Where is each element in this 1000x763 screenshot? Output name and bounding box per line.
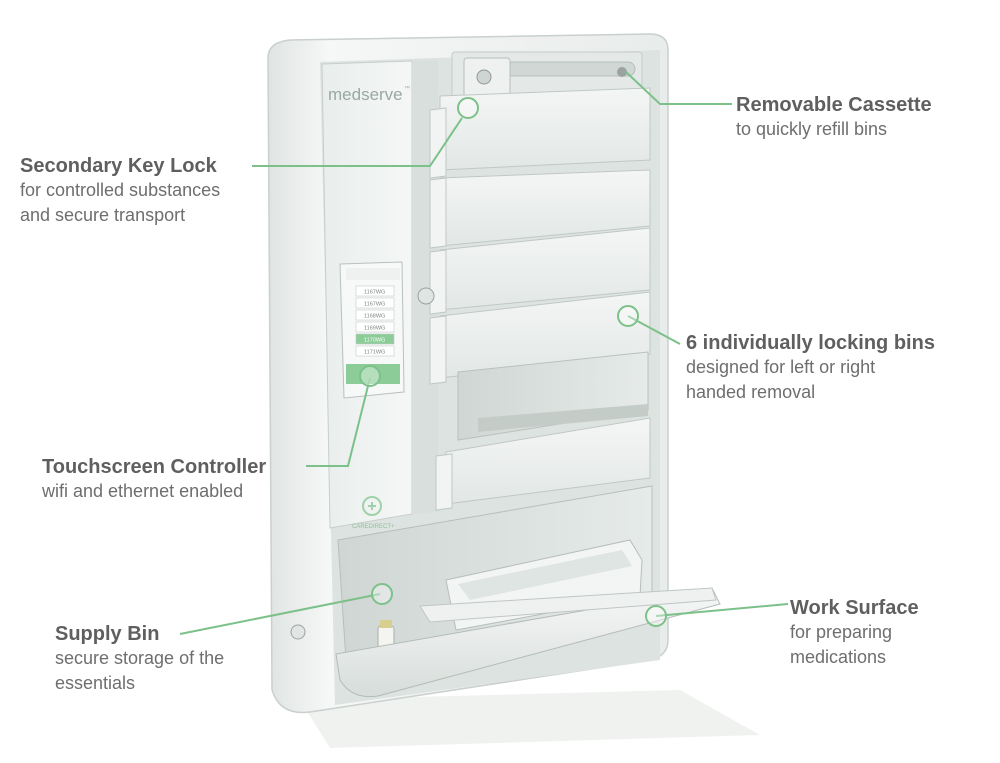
callout-title: 6 individually locking bins [686, 332, 935, 354]
screen-row-label: 1171WG [364, 350, 385, 356]
callout-touchscreen-controller: Touchscreen Controller wifi and ethernet… [42, 455, 266, 504]
bin-3-handle [429, 249, 447, 315]
callout-desc: for controlled substances [20, 180, 221, 200]
screen-row-label: 1168WG [364, 314, 385, 320]
supply-bin-inner [458, 550, 632, 600]
callout-desc: handed removal [686, 382, 816, 402]
work-surface-lip [419, 587, 717, 623]
callout-desc: designed for left or right [686, 357, 876, 377]
callout-title: Supply Bin [55, 623, 160, 645]
screen-rows: 1167WG 1167WG 1168WG 1169WG 1170WG 1171WG [355, 285, 395, 357]
screen-header-bar [346, 268, 400, 280]
touchscreen: 1167WG 1167WG 1168WG 1169WG 1170WG 1171WG [339, 261, 405, 399]
leader-touchscreen [306, 377, 371, 467]
callout-removable-cassette: Removable Cassette to quickly refill bin… [736, 93, 932, 142]
callout-desc: to quickly refill bins [736, 119, 888, 139]
callout-desc: and secure transport [20, 205, 186, 225]
leader-removable-cassette [625, 71, 732, 105]
marker-icon [359, 365, 381, 387]
callout-supply-bin: Supply Bin secure storage of the essenti… [55, 622, 224, 696]
callout-desc: wifi and ethernet enabled [42, 481, 244, 501]
marker-icon [645, 605, 667, 627]
marker-icon [371, 583, 393, 605]
screen-row-label: 1167WG [364, 302, 385, 308]
bins [429, 87, 651, 511]
maker-logo: CAREDIRECT+ [352, 524, 395, 530]
callout-title: Removable Cassette [736, 94, 932, 116]
leader-secondary-key-lock [252, 117, 463, 167]
key-lock-icon [476, 69, 492, 85]
screen-row [355, 345, 395, 357]
open-bin-shelf [478, 404, 648, 432]
screen-row [355, 321, 395, 333]
callout-title: Work Surface [790, 597, 919, 619]
side-lock-icon [417, 287, 435, 305]
cabinet-shadow [300, 690, 760, 748]
bin-2-handle [429, 177, 447, 249]
marker-icon [457, 97, 479, 119]
caredirect-plus-icon [368, 502, 376, 510]
leader-work-surface [655, 603, 789, 617]
cassette-pin-icon [617, 67, 627, 77]
marker-icon [617, 305, 639, 327]
screen-row [355, 285, 395, 297]
screen-row [355, 333, 395, 345]
callout-locking-bins: 6 individually locking bins designed for… [686, 331, 935, 405]
screen-row-label: 1170WG [364, 338, 385, 344]
screen-row [355, 309, 395, 321]
bin-4-handle [429, 315, 447, 385]
callout-secondary-key-lock: Secondary Key Lock for controlled substa… [20, 154, 220, 228]
screen-row-label: 1167WG [364, 290, 385, 296]
screen-row [355, 297, 395, 309]
vial-cap [380, 620, 392, 628]
cassette-handle [504, 61, 636, 77]
bottom-lock-icon [290, 624, 306, 640]
callout-desc: for preparing [790, 622, 893, 642]
callout-desc: secure storage of the [55, 648, 225, 668]
work-surface [335, 587, 721, 698]
leader-supply-bin [179, 593, 381, 635]
screen-row-label: 1169WG [364, 326, 385, 332]
callout-desc: medications [790, 647, 887, 667]
caredirect-logo-icon [362, 496, 382, 516]
brand-logo-tm: ™ [404, 85, 410, 92]
brand-logo: medserve [328, 85, 403, 104]
bin-1-handle [429, 107, 447, 179]
bin-5-handle [435, 453, 453, 511]
callout-title: Secondary Key Lock [20, 155, 217, 177]
leader-markers [359, 97, 667, 627]
callout-desc: essentials [55, 673, 136, 693]
callout-work-surface: Work Surface for preparing medications [790, 596, 919, 670]
callout-title: Touchscreen Controller [42, 456, 267, 478]
